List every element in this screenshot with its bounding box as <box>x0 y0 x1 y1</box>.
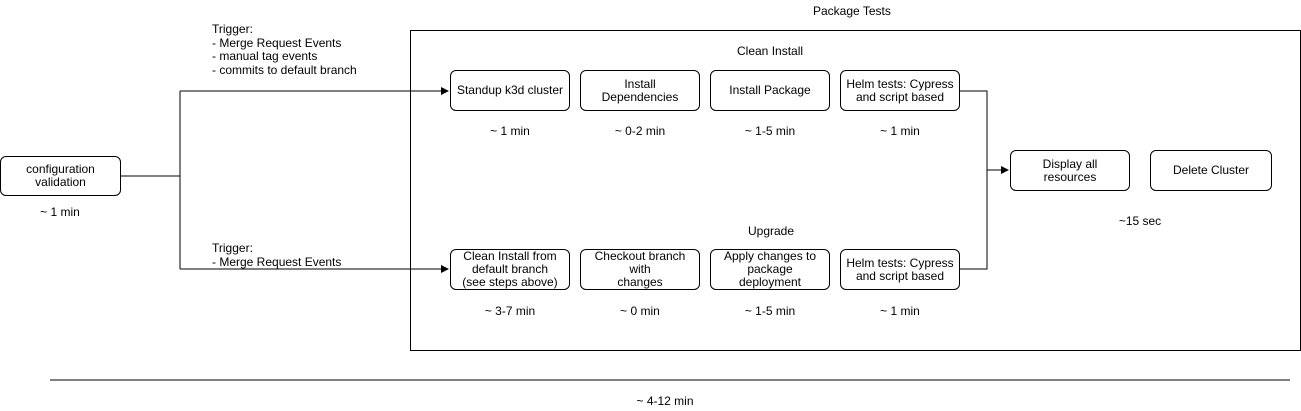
config-duration: ~ 1 min <box>40 205 80 219</box>
step-duration: ~ 3-7 min <box>484 304 536 318</box>
step-duration: ~ 1 min <box>490 124 530 138</box>
step-duration: ~ 1-5 min <box>744 124 796 138</box>
step-standup-k3d-cluster[interactable]: Standup k3d cluster <box>450 70 570 111</box>
step-install-package[interactable]: Install Package <box>710 70 830 111</box>
step-label: Checkout branch with changes <box>594 249 686 289</box>
step-display-all-resources[interactable]: Display all resources <box>1010 150 1130 191</box>
step-duration: ~ 1-5 min <box>744 304 796 318</box>
step-label: Standup k3d cluster <box>456 83 564 97</box>
trigger-top-line: Trigger: <box>212 22 253 36</box>
step-label: Helm tests: Cypress and script based <box>846 76 954 104</box>
config-validation-label: configuration validation <box>26 162 95 189</box>
section-title-upgrade: Upgrade <box>748 224 795 238</box>
step-clean-install-from-default[interactable]: Clean Install from default branch (see s… <box>450 249 570 290</box>
step-duration: ~ 0-2 min <box>614 124 666 138</box>
step-label: Install Dependencies <box>601 76 679 104</box>
helm-bottom-connector <box>960 170 988 270</box>
step-duration: ~ 1 min <box>880 304 920 318</box>
step-duration: ~ 0 min <box>620 304 660 318</box>
step-label: Helm tests: Cypress and script based <box>846 255 954 283</box>
trigger-bottom: Trigger: - Merge Request Events <box>212 241 342 269</box>
step-helm-tests-clean[interactable]: Helm tests: Cypress and script based <box>840 70 960 111</box>
step-helm-tests-upgrade[interactable]: Helm tests: Cypress and script based <box>840 249 960 290</box>
step-checkout-branch[interactable]: Checkout branch with changes <box>580 249 700 290</box>
trigger-top: Trigger: - Merge Request Events - manual… <box>212 22 357 77</box>
helm-top-connector <box>960 90 988 170</box>
trigger-top-line: - Merge Request Events <box>212 35 342 50</box>
step-label: Install Package <box>729 83 811 97</box>
container-title: Package Tests <box>813 4 891 18</box>
trigger-top-line: - commits to default branch <box>212 62 357 77</box>
trigger-top-line: - manual tag events <box>212 49 318 63</box>
step-apply-changes[interactable]: Apply changes to package deployment <box>710 249 830 290</box>
total-duration: ~ 4-12 min <box>636 394 694 408</box>
step-label: Delete Cluster <box>1172 163 1250 177</box>
trigger-bottom-line: - Merge Request Events <box>212 254 342 269</box>
config-validation-node[interactable]: configuration validation <box>0 156 121 196</box>
step-label: Clean Install from default branch (see s… <box>462 249 558 289</box>
step-label: Display all resources <box>1042 156 1098 184</box>
step-delete-cluster[interactable]: Delete Cluster <box>1150 150 1272 191</box>
step-duration: ~ 1 min <box>880 124 920 138</box>
step-label: Apply changes to package deployment <box>723 249 817 289</box>
step-install-dependencies[interactable]: Install Dependencies <box>580 70 700 111</box>
final-duration: ~15 sec <box>1118 214 1162 228</box>
section-title-clean-install: Clean Install <box>737 44 804 58</box>
trigger-bottom-line: Trigger: <box>212 241 253 255</box>
